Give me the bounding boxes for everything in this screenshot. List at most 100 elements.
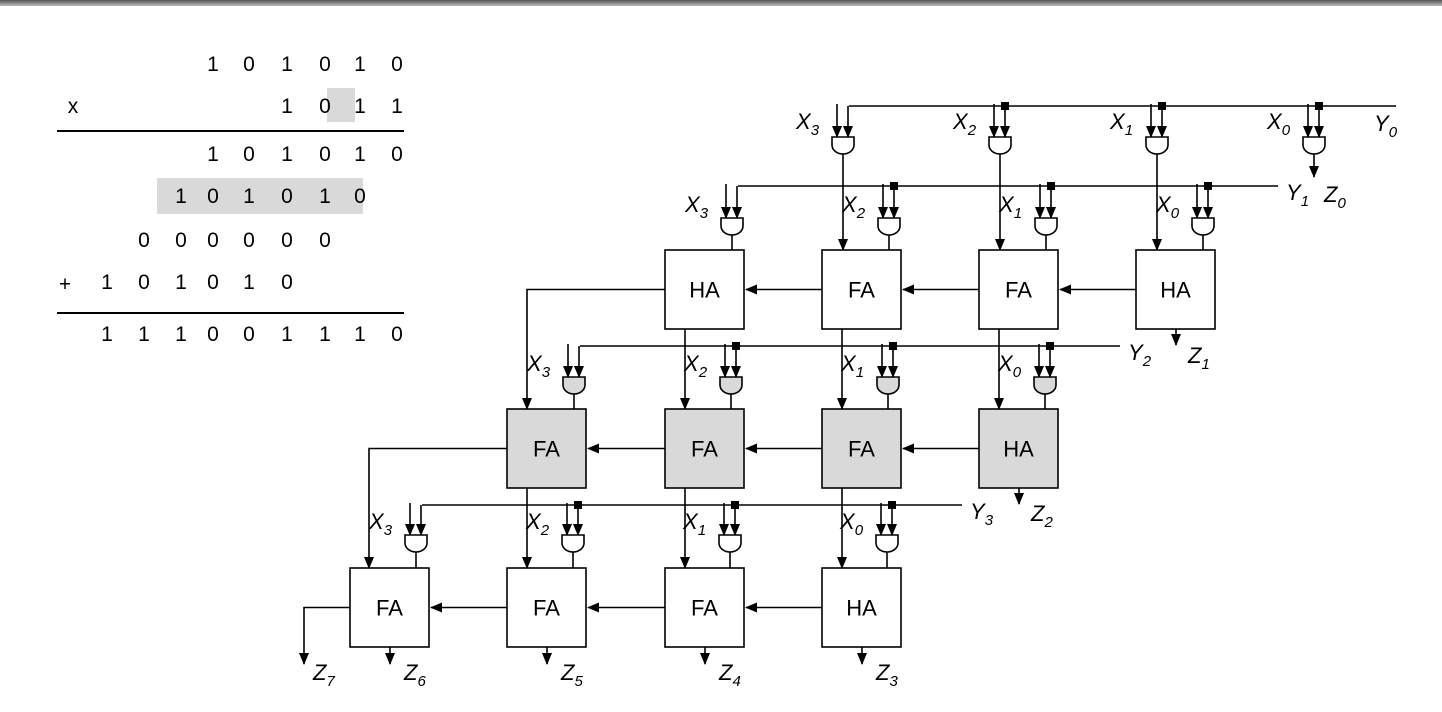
z-output-label: Z5 <box>560 660 583 690</box>
adder-type-label: FA <box>848 278 875 303</box>
x-input-label: X0 <box>839 509 864 539</box>
y-input-label: Y3 <box>970 499 994 529</box>
y-input-label-subscript: 0 <box>1389 124 1398 141</box>
y-input-label: Y0 <box>1374 111 1398 141</box>
times-sign: x <box>68 95 79 118</box>
multiplicand-digit: 0 <box>319 53 331 76</box>
partial-product-digit: 1 <box>243 185 255 208</box>
and-gate <box>719 376 743 395</box>
and-gate <box>876 376 900 395</box>
z-output-label: Z3 <box>875 660 898 690</box>
x-input-label-subscript: 1 <box>1014 205 1022 222</box>
y-input-label-letter: Y <box>1374 111 1390 136</box>
and-gate <box>1033 376 1057 395</box>
partial-product-digit: 0 <box>175 229 187 252</box>
multiplicand-digit: 1 <box>207 53 219 76</box>
multiplicand-digit: 0 <box>391 53 403 76</box>
and-gate <box>561 534 585 553</box>
adder-cell <box>821 249 902 330</box>
x-input-label-subscript: 3 <box>384 522 393 539</box>
multiplicand-digit: 0 <box>243 53 255 76</box>
x-input-label: X3 <box>368 509 393 539</box>
x-input-label: X1 <box>682 509 706 539</box>
wire <box>299 606 350 665</box>
x-input-label: X3 <box>684 192 709 222</box>
z-output-label-subscript: 1 <box>1201 356 1209 373</box>
multiplier-digit-highlight <box>327 88 355 122</box>
result-digit: 1 <box>138 323 150 346</box>
plus-sign: + <box>59 273 71 296</box>
x-input-label: X0 <box>1266 109 1291 139</box>
adder-type-label: HA <box>689 278 720 303</box>
x-input-label-letter: X <box>841 192 858 217</box>
partial-product-digit: 1 <box>175 271 187 294</box>
x-input-label-subscript: 1 <box>698 522 706 539</box>
x-input-label: X2 <box>952 109 977 139</box>
adder-cell <box>821 408 902 489</box>
partial-product-digit: 0 <box>281 229 293 252</box>
x-input-label: X2 <box>841 192 866 222</box>
multiplier-digit: 1 <box>354 95 366 118</box>
adder-type-label: HA <box>846 596 877 621</box>
and-gate <box>1191 217 1215 236</box>
z-output-label-letter: Z <box>875 660 891 685</box>
junction-dot <box>1204 182 1212 190</box>
x-input-label: X3 <box>526 351 551 381</box>
z-output-label-letter: Z <box>403 660 419 685</box>
x-input-label-subscript: 2 <box>540 522 550 539</box>
y-input-label-subscript: 1 <box>1301 193 1309 210</box>
junction-dot <box>888 501 896 509</box>
x-input-label: X2 <box>525 509 550 539</box>
result-digit: 1 <box>281 323 293 346</box>
y-input-label: Y1 <box>1286 180 1309 210</box>
y-input-label-subscript: 3 <box>985 512 994 529</box>
x-input-label: X1 <box>998 192 1022 222</box>
z-output-label: Z1 <box>1187 343 1210 373</box>
and-gate <box>877 217 901 236</box>
partial-product-digit: 0 <box>354 185 366 208</box>
z-output-label-letter: Z <box>1030 501 1046 526</box>
y-input-label-letter: Y <box>1128 340 1144 365</box>
x-input-label-subscript: 0 <box>1282 122 1291 139</box>
x-input-label-letter: X <box>1155 192 1172 217</box>
x-input-label-subscript: 0 <box>1171 205 1180 222</box>
and-gate <box>831 136 855 155</box>
z-output-label-subscript: 5 <box>574 673 583 690</box>
z-output-label: Z2 <box>1030 501 1053 531</box>
z-output-label: Z6 <box>403 660 426 690</box>
result-digit: 0 <box>207 323 219 346</box>
result-digit: 1 <box>354 323 366 346</box>
z-output-label-letter: Z <box>718 660 734 685</box>
x-input-label-letter: X <box>795 109 812 134</box>
and-gate <box>1145 136 1169 155</box>
partial-product-digit: 0 <box>319 229 331 252</box>
junction-dot <box>731 501 739 509</box>
partial-product-digit: 1 <box>243 271 255 294</box>
wire <box>364 447 507 569</box>
x-input-label-subscript: 2 <box>856 205 866 222</box>
adder-cell <box>978 249 1059 330</box>
junction-dot <box>889 342 897 350</box>
partial-product-digit: 1 <box>354 143 366 166</box>
adder-type-label: HA <box>1003 437 1034 462</box>
x-input-label: X1 <box>840 351 864 381</box>
partial-product-digit: 0 <box>138 271 150 294</box>
x-input-label-letter: X <box>952 109 969 134</box>
junction-dot <box>1158 102 1166 110</box>
z-output-label-letter: Z <box>1323 182 1339 207</box>
x-input-label: X1 <box>1109 109 1133 139</box>
result-digit: 1 <box>175 323 187 346</box>
adder-cell <box>821 567 902 648</box>
x-input-label-letter: X <box>682 509 699 534</box>
and-gate <box>1034 217 1058 236</box>
and-gate <box>875 534 899 553</box>
junction-dot <box>732 342 740 350</box>
adder-type-label: FA <box>691 437 718 462</box>
x-input-label-letter: X <box>1266 109 1283 134</box>
partial-product-digit: 1 <box>319 185 331 208</box>
adder-type-label: FA <box>848 437 875 462</box>
and-gate <box>404 534 428 553</box>
partial-product-digit: 0 <box>207 229 219 252</box>
